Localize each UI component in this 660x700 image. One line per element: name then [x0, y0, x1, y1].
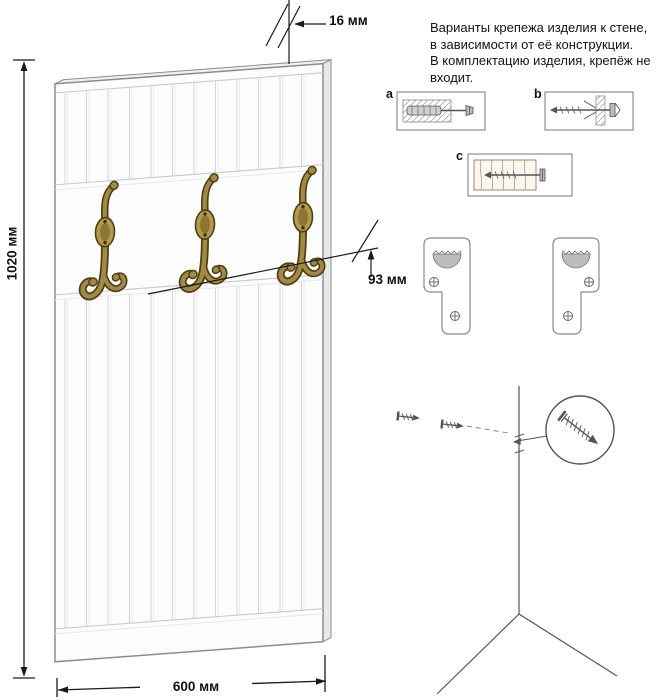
- pointer-arrowhead: [513, 438, 521, 445]
- mounting-note: Варианты крепежа изделия к стене, в зави…: [430, 20, 658, 87]
- mounting-note-line: Варианты крепежа изделия к стене,: [430, 20, 648, 35]
- panel-planks-top: [64, 74, 314, 185]
- mounting-note-line: в зависимости от её конструкции.: [430, 36, 634, 52]
- height-dimension: [13, 59, 35, 679]
- magnifier-pointer-line: [516, 435, 548, 442]
- dimension-label-height: 1020 мм: [4, 213, 20, 294]
- mounting-note-line: В комплектацию изделия, крепёж не: [430, 53, 651, 69]
- fastener-option-a-label: a: [386, 87, 393, 101]
- thickness-dimension: [265, 0, 326, 64]
- fastener-option-a: [396, 91, 486, 131]
- mounting-plate-right: [552, 237, 600, 335]
- fastener-option-c-label: c: [456, 149, 463, 163]
- floor-line-left: [436, 613, 520, 695]
- anchor-wing-top: [583, 100, 597, 109]
- hook-offset-dimension: [147, 219, 379, 295]
- anchor-wing-bottom: [583, 111, 597, 120]
- screw-entry-mark-bottom: [514, 449, 525, 454]
- hanger-panel: [54, 58, 332, 663]
- panel-side-edge: [322, 58, 332, 643]
- dimension-label-thickness: 16 мм: [329, 13, 368, 28]
- fastener-option-b-label: b: [534, 87, 542, 101]
- flying-screw-2: [440, 418, 466, 432]
- flying-screw-1: [396, 410, 422, 424]
- floor-line-right: [518, 613, 618, 677]
- screw-path-dashes: [466, 425, 509, 434]
- anchor-screw-head: [609, 103, 616, 117]
- magnified-screw-icon: [557, 410, 599, 445]
- wood-screw-tip: [484, 171, 491, 179]
- wall-corner-drawing: [396, 386, 618, 695]
- panel-planks-bottom: [64, 280, 314, 629]
- screw-entry-mark-top: [514, 433, 525, 438]
- dimension-label-width: 600 мм: [140, 679, 252, 694]
- mounting-note-line: входит.: [430, 69, 474, 85]
- fastener-option-c: [467, 153, 573, 197]
- screw-tip: [550, 106, 557, 114]
- mounting-plate-left: [423, 237, 471, 335]
- fastener-option-b: [544, 91, 634, 131]
- dimension-label-hook-offset: 93 мм: [368, 272, 407, 287]
